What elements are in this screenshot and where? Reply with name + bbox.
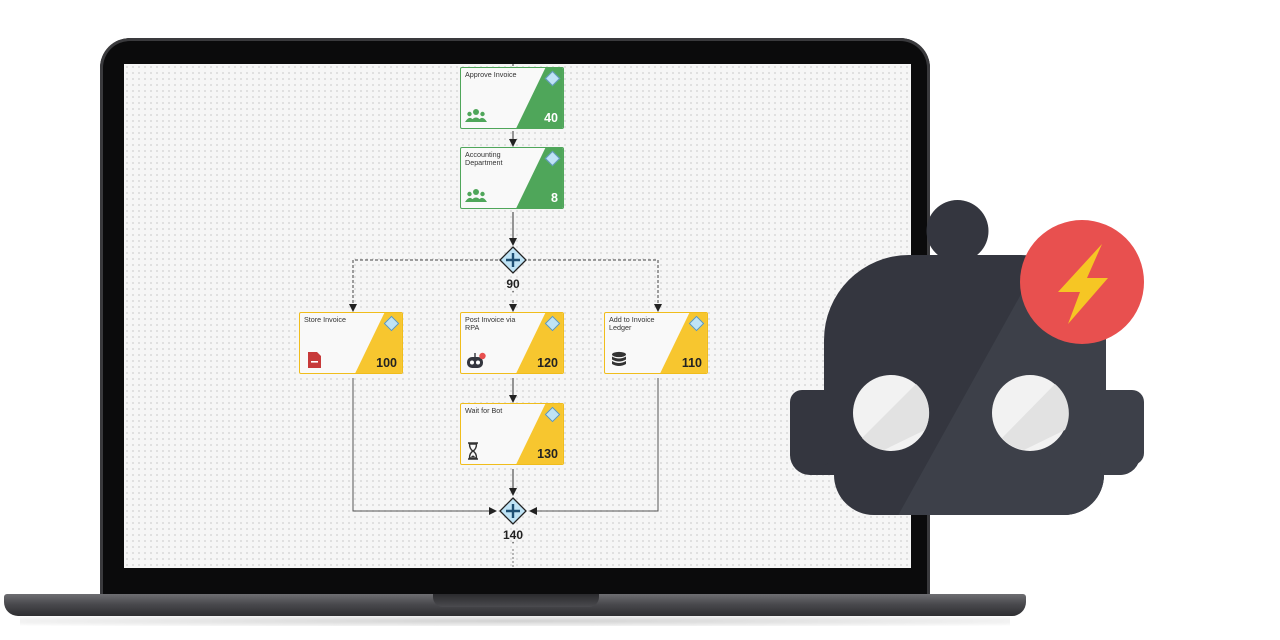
rpa-robot-icon bbox=[790, 200, 1144, 515]
process-canvas[interactable]: Approve Invoice 40 Accounting Department… bbox=[124, 64, 911, 568]
task-accounting-department[interactable]: Accounting Department 8 bbox=[460, 147, 564, 209]
hourglass-icon bbox=[468, 442, 478, 460]
gateway-label: 140 bbox=[502, 528, 524, 542]
people-icon bbox=[465, 189, 487, 202]
task-wait-for-bot[interactable]: Wait for Bot 130 bbox=[460, 403, 564, 465]
task-title: Approve Invoice bbox=[465, 70, 517, 79]
gateway-dot: • bbox=[511, 290, 515, 296]
task-number: 120 bbox=[537, 356, 558, 370]
edge-store-join bbox=[352, 378, 497, 515]
laptop-notch bbox=[433, 594, 599, 607]
robot-antenna-ball bbox=[926, 200, 989, 262]
parallel-gateway-join[interactable] bbox=[499, 497, 527, 525]
edge-split-store bbox=[349, 259, 498, 312]
lightning-bolt-icon bbox=[1058, 244, 1108, 324]
gateway-label: 90 bbox=[506, 277, 520, 291]
laptop-shadow bbox=[20, 616, 1010, 626]
task-add-to-invoice-ledger[interactable]: Add to Invoice Ledger 110 bbox=[604, 312, 708, 374]
robot-ear-right bbox=[1100, 390, 1144, 465]
task-title: Store Invoice bbox=[304, 315, 346, 324]
task-title: Post Invoice via RPA bbox=[465, 315, 516, 333]
file-cabinet-icon bbox=[308, 352, 321, 368]
task-title: Wait for Bot bbox=[465, 406, 503, 415]
task-approve-invoice[interactable]: Approve Invoice 40 bbox=[460, 67, 564, 129]
parallel-gateway-split[interactable] bbox=[499, 246, 527, 274]
task-number: 100 bbox=[376, 356, 397, 370]
gateway-dot: • bbox=[511, 541, 515, 547]
task-post-invoice-via-rpa[interactable]: Post Invoice via RPA 120 bbox=[460, 312, 564, 374]
robot-ear-left bbox=[790, 390, 834, 465]
task-title: Add to Invoice Ledger bbox=[609, 315, 655, 333]
robot-icon bbox=[467, 352, 486, 368]
task-number: 40 bbox=[544, 111, 558, 125]
database-icon bbox=[612, 351, 626, 366]
task-number: 110 bbox=[681, 356, 702, 370]
edge-ledger-join bbox=[529, 378, 659, 515]
task-store-invoice[interactable]: Store Invoice 100 bbox=[299, 312, 403, 374]
flow-connectors bbox=[349, 64, 662, 568]
task-number: 130 bbox=[537, 447, 558, 461]
task-number: 8 bbox=[551, 191, 558, 205]
task-title: Accounting Department bbox=[465, 150, 503, 168]
edge-split-ledger bbox=[528, 259, 662, 312]
people-icon bbox=[465, 109, 487, 122]
